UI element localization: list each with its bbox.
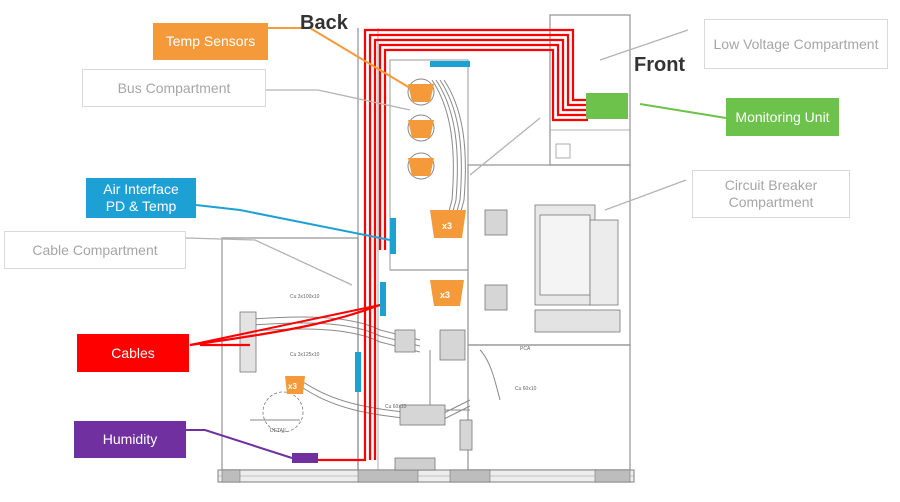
bus-bar-lines xyxy=(239,79,501,422)
pd-temp-sensors xyxy=(355,61,470,392)
bus-compartment-label: Bus Compartment xyxy=(82,69,266,107)
svg-text:Cu 3x125x10: Cu 3x125x10 xyxy=(290,352,320,358)
humidity-sensor-icon xyxy=(292,453,318,463)
signal-cables xyxy=(189,28,588,462)
pd-temp-sensor-icon xyxy=(380,282,386,316)
back-heading: Back xyxy=(300,12,348,34)
callout-lines xyxy=(185,27,727,459)
technical-annotations: Cu 3x100x10 Cu 3x125x10 Cu 60x10 Cu 60x1… xyxy=(270,294,537,434)
temperature-sensor-icon xyxy=(407,78,435,106)
front-heading: Front xyxy=(634,54,686,76)
humidity-label: Humidity xyxy=(74,421,186,458)
temperature-sensor-icon xyxy=(407,152,435,180)
monitoring-unit-icon xyxy=(586,93,628,119)
pd-temp-sensor-icon xyxy=(390,218,396,254)
svg-text:Cu 60x10: Cu 60x10 xyxy=(515,386,537,392)
temperature-sensor-icon xyxy=(407,114,435,142)
cable-compartment-label: Cable Compartment xyxy=(4,231,186,269)
temp-sensors-label: Temp Sensors xyxy=(153,23,268,60)
svg-text:Cu 3x100x10: Cu 3x100x10 xyxy=(290,294,320,300)
circuit-breaker-compartment-label: Circuit Breaker Compartment xyxy=(692,170,850,218)
temperature-sensors: x3 x3 x3 xyxy=(285,78,466,394)
air-interface-label: Air Interface PD & Temp xyxy=(86,178,196,218)
temperature-sensor-icon: x3 xyxy=(430,280,464,306)
cables-label: Cables xyxy=(77,334,189,372)
low-voltage-compartment-label: Low Voltage Compartment xyxy=(704,19,888,69)
multiplier-label: x3 xyxy=(440,290,450,300)
multiplier-label: x3 xyxy=(288,382,297,391)
cabinet-base-blocks xyxy=(221,469,631,483)
svg-text:DETAIL: DETAIL xyxy=(270,428,287,434)
pd-temp-sensor-icon xyxy=(430,61,470,67)
temperature-sensor-icon: x3 xyxy=(430,210,466,238)
multiplier-label: x3 xyxy=(442,221,452,231)
monitoring-unit-label: Monitoring Unit xyxy=(726,98,839,136)
pd-temp-sensor-icon xyxy=(355,352,361,392)
switchgear-components xyxy=(239,204,621,471)
svg-text:PCA: PCA xyxy=(520,346,531,352)
svg-text:Cu 60x10: Cu 60x10 xyxy=(385,404,407,410)
cabinet-outline xyxy=(217,14,635,483)
temperature-sensor-icon: x3 xyxy=(285,376,305,394)
